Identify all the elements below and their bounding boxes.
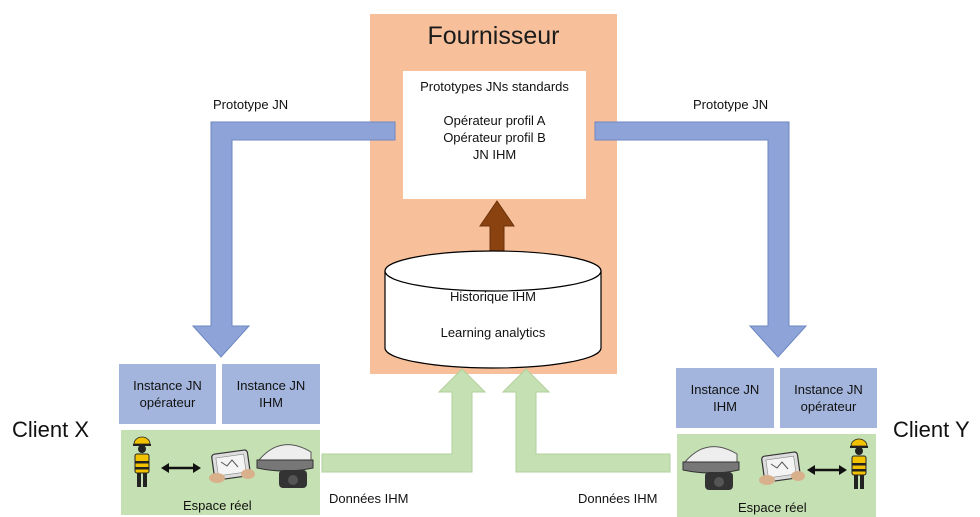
- client-y-label: Client Y: [893, 417, 970, 442]
- prototype-arrow-right: [594, 121, 808, 358]
- database-line-history: Historique IHM: [450, 289, 536, 304]
- prototype-arrow-left: [191, 121, 396, 358]
- tablet-hand-icon: [209, 449, 255, 483]
- prototype-item-b: Opérateur profil B: [443, 130, 546, 145]
- client-x-instance-ihm-line1: Instance JN: [236, 378, 306, 393]
- prototypes-heading: Prototypes JNs standards: [420, 79, 569, 94]
- client-y-instance-ihm: Instance JN IHM: [676, 368, 774, 428]
- prototype-item-a: Opérateur profil A: [443, 113, 546, 128]
- prototypes-box: [403, 71, 586, 199]
- client-x-instance-operator-line1: Instance JN: [133, 378, 202, 393]
- supplier-title: Fournisseur: [427, 22, 560, 50]
- client-y-instance-operator-line1: Instance JN: [794, 382, 863, 397]
- database-line-analytics: Learning analytics: [440, 325, 546, 340]
- client-x-instance-operator: Instance JN opérateur: [119, 364, 216, 424]
- client-y-instance-operator: Instance JN opérateur: [780, 368, 877, 428]
- database-text: Historique IHM Learning analytics: [385, 288, 601, 342]
- up-arrow: [479, 200, 515, 255]
- client-x-scene: [133, 436, 314, 488]
- client-y-scene: [682, 438, 868, 490]
- database-cylinder: [384, 250, 602, 369]
- data-arrow-left: [321, 368, 487, 473]
- client-y-instance-ihm-line2: IHM: [713, 399, 737, 414]
- mixed-reality-headset-icon: [256, 444, 314, 488]
- prototype-item-ihm: JN IHM: [472, 147, 517, 162]
- client-x-instance-operator-line2: opérateur: [139, 395, 196, 410]
- client-y-instance-operator-line2: opérateur: [800, 399, 857, 414]
- client-y-real-space-label: Espace réel: [738, 500, 807, 515]
- data-label-right: Données IHM: [578, 491, 658, 506]
- double-arrow-icon: [807, 465, 847, 475]
- prototype-label-right: Prototype JN: [693, 97, 769, 112]
- client-y-instance-ihm-line1: Instance JN: [690, 382, 760, 397]
- prototype-label-left: Prototype JN: [213, 97, 289, 112]
- data-arrow-right: [501, 368, 671, 473]
- prototypes-text: Prototypes JNs standards Opérateur profi…: [403, 78, 586, 163]
- client-x-real-space-label: Espace réel: [183, 498, 252, 513]
- client-x-label: Client X: [12, 417, 90, 442]
- data-label-left: Données IHM: [329, 491, 409, 506]
- client-x-instance-ihm-line2: IHM: [259, 395, 283, 410]
- mixed-reality-headset-icon: [682, 446, 740, 490]
- worker-icon: [850, 438, 868, 489]
- tablet-hand-icon: [759, 451, 805, 485]
- client-x-instance-ihm: Instance JN IHM: [222, 364, 320, 424]
- worker-icon: [133, 436, 151, 487]
- double-arrow-icon: [161, 463, 201, 473]
